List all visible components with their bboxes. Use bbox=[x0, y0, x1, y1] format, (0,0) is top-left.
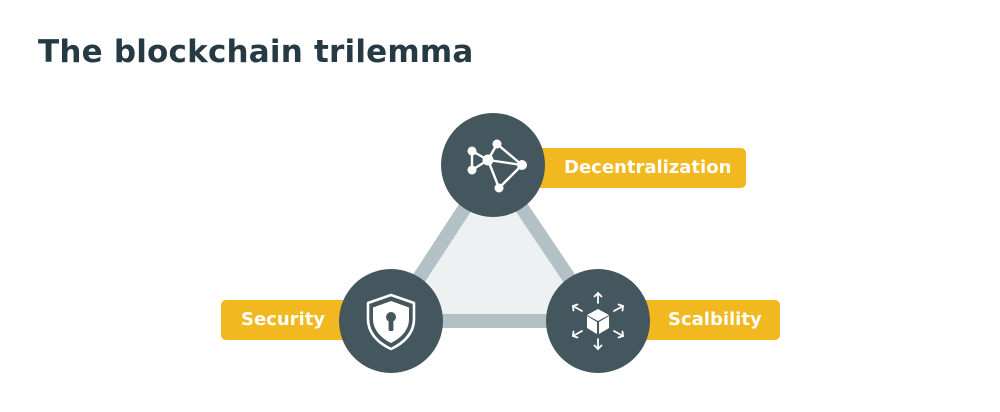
scalability-node bbox=[546, 269, 650, 373]
cube-expand-icon bbox=[572, 291, 624, 351]
decentralization-label: Decentralization bbox=[524, 148, 746, 188]
page-title: The blockchain trilemma bbox=[38, 34, 474, 70]
security-node bbox=[339, 269, 443, 373]
shield-keyhole-icon bbox=[366, 293, 416, 351]
scalability-label: Scalbility bbox=[628, 300, 780, 340]
triangle-fill bbox=[384, 158, 605, 328]
network-icon bbox=[467, 139, 527, 193]
decentralization-node bbox=[441, 113, 545, 217]
